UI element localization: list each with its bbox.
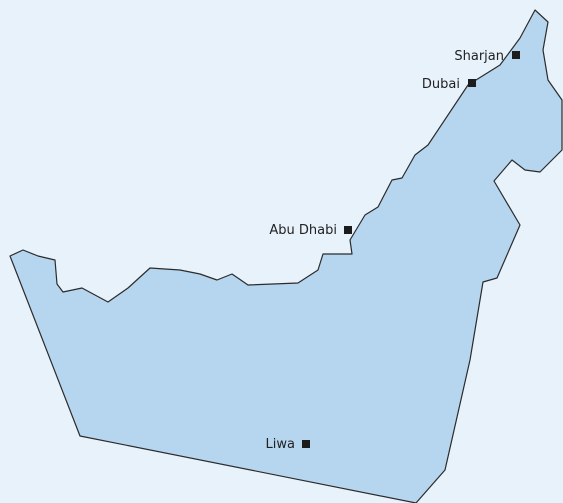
city-marker	[468, 79, 476, 87]
city-marker	[302, 440, 310, 448]
city-marker	[344, 226, 352, 234]
city-label: Sharjan	[454, 49, 504, 64]
city-marker	[512, 51, 520, 59]
uae-territory	[9, 9, 563, 503]
city-label: Liwa	[266, 437, 295, 452]
city-dubai: Dubai	[422, 77, 476, 92]
city-liwa: Liwa	[266, 437, 310, 452]
city-sharjah: Sharjan	[454, 49, 520, 64]
city-abu-dhabi: Abu Dhabi	[269, 223, 352, 238]
city-label: Dubai	[422, 77, 460, 92]
city-label: Abu Dhabi	[269, 223, 337, 238]
